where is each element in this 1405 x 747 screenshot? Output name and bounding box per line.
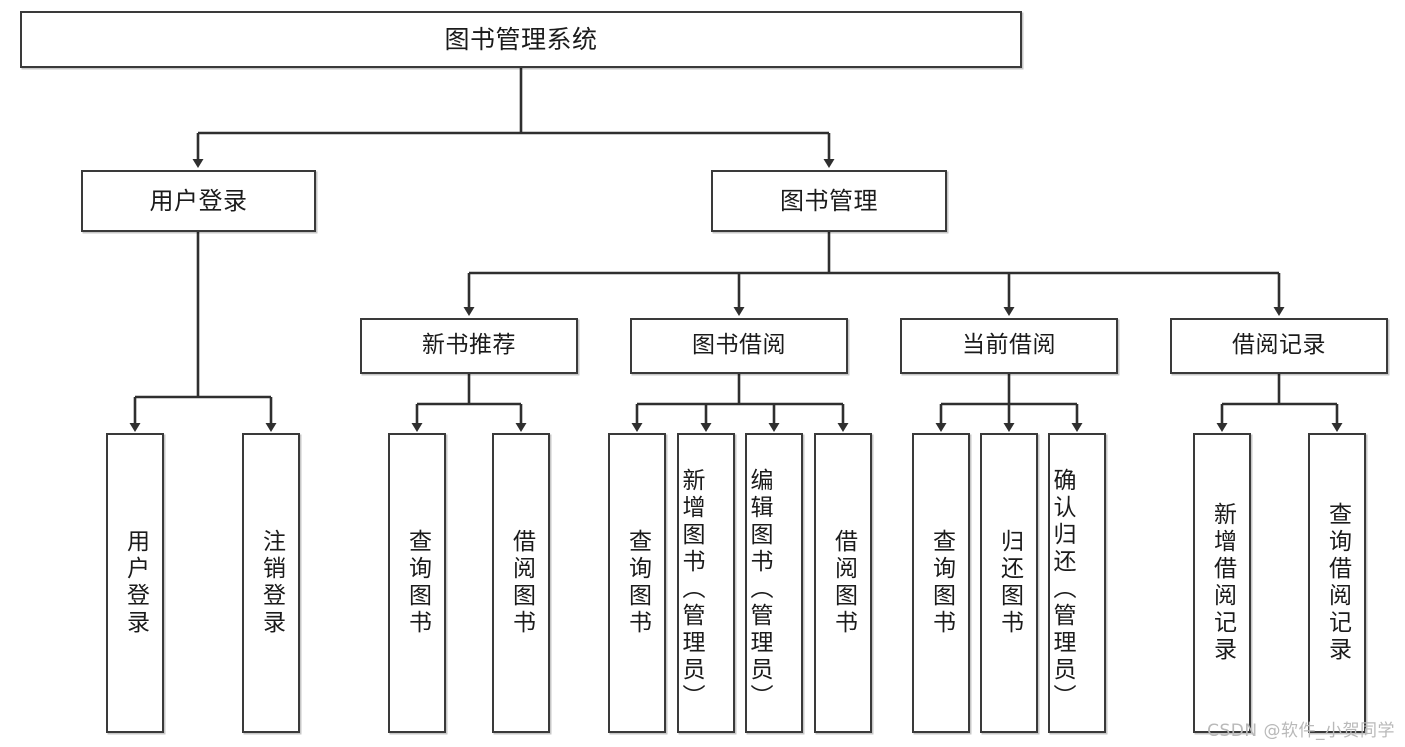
leaf-user-login-label: 用户登录 [122, 529, 149, 637]
node-user-login[interactable]: 用户登录 [81, 170, 316, 232]
leaf-borrow-edit-book[interactable]: 编辑图书（管理员） [745, 433, 803, 733]
node-book-borrow[interactable]: 图书借阅 [630, 318, 848, 374]
leaf-current-confirm-return-label: 确认归还（管理员） [1049, 467, 1075, 711]
csdn-watermark: CSDN @软件_小贺同学 [1207, 721, 1395, 741]
node-book-borrow-label: 图书借阅 [692, 332, 786, 359]
leaf-borrow-borrow-book[interactable]: 借阅图书 [814, 433, 872, 733]
leaf-recommend-query-book[interactable]: 查询图书 [388, 433, 446, 733]
node-borrow-record-label: 借阅记录 [1232, 332, 1326, 359]
node-new-book-recommend[interactable]: 新书推荐 [360, 318, 578, 374]
leaf-user-logout-label: 注销登录 [258, 529, 285, 637]
node-new-book-recommend-label: 新书推荐 [422, 332, 516, 359]
leaf-borrow-edit-book-label: 编辑图书（管理员） [746, 467, 772, 711]
node-book-management[interactable]: 图书管理 [711, 170, 947, 232]
node-book-management-label: 图书管理 [780, 186, 878, 215]
leaf-borrow-query-book-label: 查询图书 [624, 529, 651, 637]
node-current-borrow[interactable]: 当前借阅 [900, 318, 1118, 374]
leaf-current-confirm-return[interactable]: 确认归还（管理员） [1048, 433, 1106, 733]
leaf-current-query-book-label: 查询图书 [928, 529, 955, 637]
leaf-current-query-book[interactable]: 查询图书 [912, 433, 970, 733]
leaf-record-add-label: 新增借阅记录 [1209, 502, 1236, 664]
node-current-borrow-label: 当前借阅 [962, 332, 1056, 359]
leaf-borrow-add-book-label: 新增图书（管理员） [678, 467, 704, 711]
node-user-login-label: 用户登录 [149, 186, 248, 215]
leaf-borrow-query-book[interactable]: 查询图书 [608, 433, 666, 733]
leaf-record-query[interactable]: 查询借阅记录 [1308, 433, 1366, 733]
leaf-user-login[interactable]: 用户登录 [106, 433, 164, 733]
node-borrow-record[interactable]: 借阅记录 [1170, 318, 1388, 374]
leaf-borrow-borrow-book-label: 借阅图书 [830, 529, 857, 637]
node-root[interactable]: 图书管理系统 [20, 11, 1022, 68]
leaf-recommend-query-book-label: 查询图书 [404, 529, 431, 637]
leaf-recommend-borrow-book[interactable]: 借阅图书 [492, 433, 550, 733]
leaf-borrow-add-book[interactable]: 新增图书（管理员） [677, 433, 735, 733]
node-root-label: 图书管理系统 [444, 24, 598, 54]
leaf-current-return-book[interactable]: 归还图书 [980, 433, 1038, 733]
leaf-record-add[interactable]: 新增借阅记录 [1193, 433, 1251, 733]
leaf-record-query-label: 查询借阅记录 [1324, 502, 1351, 664]
leaf-user-logout[interactable]: 注销登录 [242, 433, 300, 733]
leaf-current-return-book-label: 归还图书 [996, 529, 1023, 637]
leaf-recommend-borrow-book-label: 借阅图书 [508, 529, 535, 637]
